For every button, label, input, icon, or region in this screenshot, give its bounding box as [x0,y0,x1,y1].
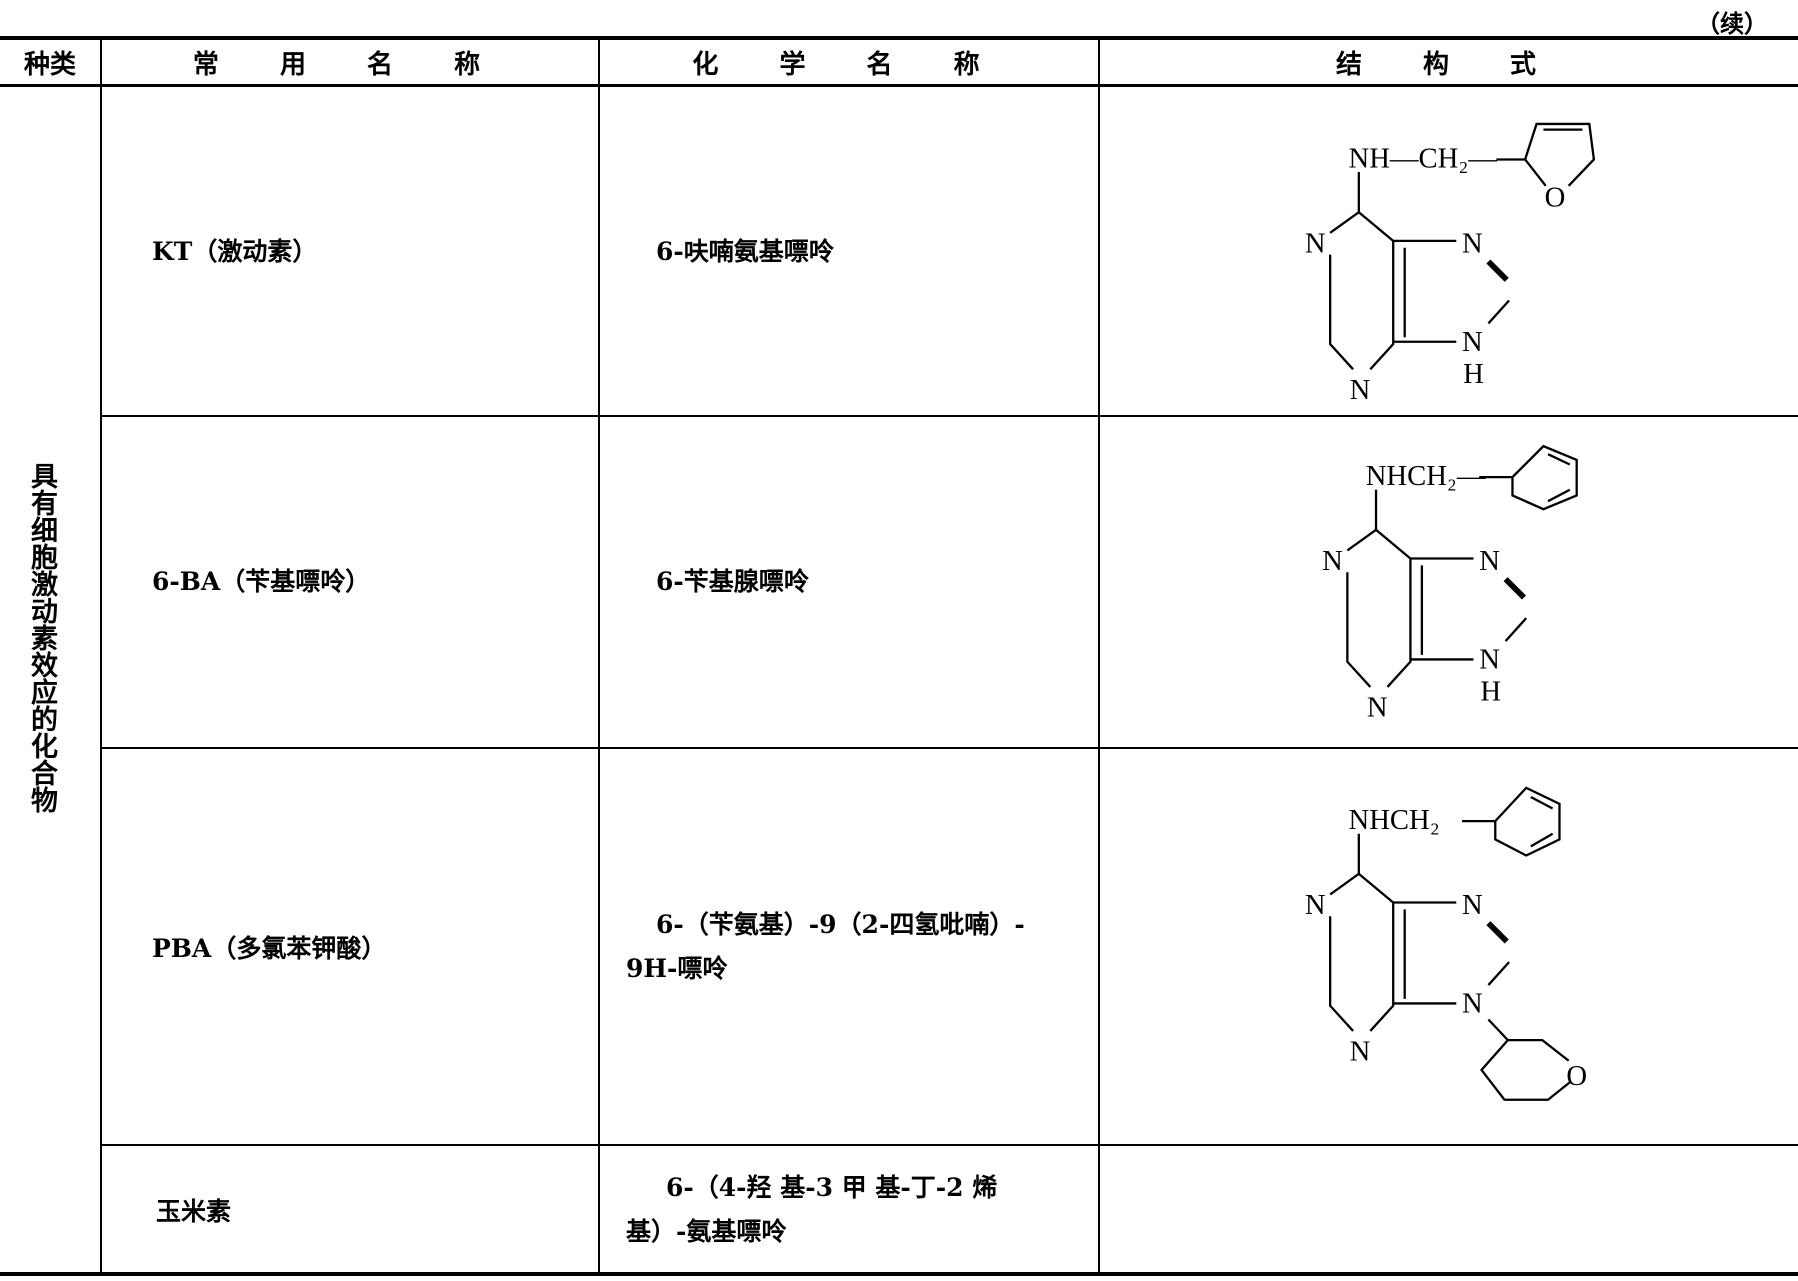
kt-structure [1329,122,1596,371]
chemical-name-line: 6-（4-羟 基-3 甲 基-丁-2 烯 [666,1173,998,1202]
kt-n3: N [1350,374,1371,406]
continued-label: （续） [1696,9,1768,38]
chemical-name-zeatin: 6-（4-羟 基-3 甲 基-丁-2 烯 基）-氨基嘌呤 [626,1166,1086,1254]
chemical-name-6ba: 6-苄基腺嘌呤 [656,567,809,596]
kt-n9: N [1462,326,1483,358]
6ba-substituent-label: NHCH₂— [1366,460,1486,492]
6ba-n1: N [1322,545,1343,577]
kt-n7: N [1462,227,1483,259]
common-name-zeatin: 玉米素 [156,1197,232,1226]
kt-substituent-label: NH—CH₂— [1349,142,1498,174]
chemical-name-line: 基）-氨基嘌呤 [626,1217,787,1246]
header-common-name: 常 用 名 称 [192,49,507,80]
6ba-n3: N [1367,692,1388,724]
row-divider [101,415,1798,417]
column-divider [100,38,102,1274]
category-label: 具有细胞激动素效应的化合物 [26,462,57,813]
pba-n3: N [1350,1036,1371,1068]
row-divider [101,747,1798,749]
6ba-n7: N [1479,545,1500,577]
kt-h9: H [1463,358,1484,390]
pba-n9: N [1462,988,1483,1020]
6ba-structure [1346,444,1578,688]
6ba-n9: N [1479,644,1500,676]
chemical-name-kt: 6-呋喃氨基嘌呤 [656,237,834,266]
pba-n7: N [1462,889,1483,921]
column-divider [1098,38,1100,1274]
row-divider [101,1144,1798,1146]
column-divider [598,38,600,1274]
pba-n1: N [1305,889,1326,921]
header-category: 种类 [23,49,76,80]
common-name-6ba: 6-BA（苄基嘌呤） [152,567,371,596]
kt-furan-oxygen: O [1545,181,1566,213]
chemical-name-line: 6-（苄氨基）-9（2-四氢吡喃）- [656,910,1025,939]
table-top-rule [0,36,1798,40]
common-name-kt: KT（激动素） [152,237,318,266]
pba-pyran-oxygen: O [1566,1060,1587,1092]
common-name-pba: PBA（多氯苯钾酸） [152,934,387,963]
header-structure: 结 构 式 [1335,49,1563,80]
header-chemical-name: 化 学 名 称 [692,49,1006,80]
pba-substituent-label: NHCH₂ [1349,804,1440,836]
header-bottom-rule [0,84,1798,87]
chemical-name-line: 9H-嘌呤 [626,954,728,983]
chemical-name-pba: 6-（苄氨基）-9（2-四氢吡喃）- 9H-嘌呤 [626,903,1086,991]
pba-structure [1329,786,1572,1101]
table-bottom-rule [0,1272,1798,1276]
kt-n1: N [1305,227,1326,259]
6ba-h9: H [1480,676,1501,708]
